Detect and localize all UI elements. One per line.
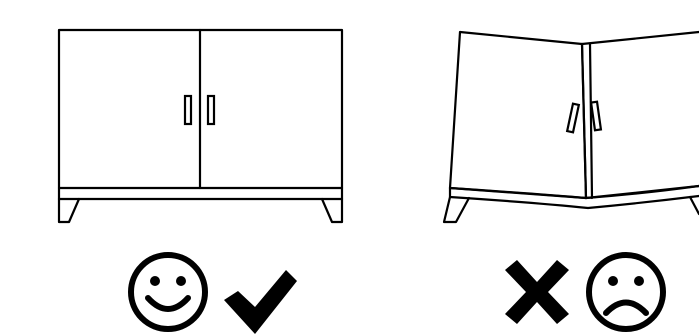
- handle-left: [183, 94, 193, 126]
- smiley-face-icon: [128, 252, 208, 332]
- handle-right: [589, 100, 603, 132]
- right-leg: [688, 195, 699, 216]
- checkmark-icon: [224, 270, 297, 334]
- left-door: [448, 30, 588, 200]
- sagging-plinth: [448, 184, 699, 200]
- correct-panel: [57, 28, 344, 334]
- door-handles: [565, 100, 603, 134]
- incorrect-panel: [442, 30, 699, 332]
- handle-right: [206, 94, 216, 126]
- frowning-face-icon: [586, 252, 666, 332]
- left-leg: [57, 197, 81, 224]
- sagging-cabinet: [442, 30, 699, 224]
- left-leg: [442, 195, 471, 224]
- level-cabinet: [57, 28, 344, 224]
- right-leg: [320, 197, 344, 224]
- handle-left: [565, 102, 581, 134]
- door-handles: [183, 94, 216, 126]
- x-mark-icon: [505, 260, 569, 324]
